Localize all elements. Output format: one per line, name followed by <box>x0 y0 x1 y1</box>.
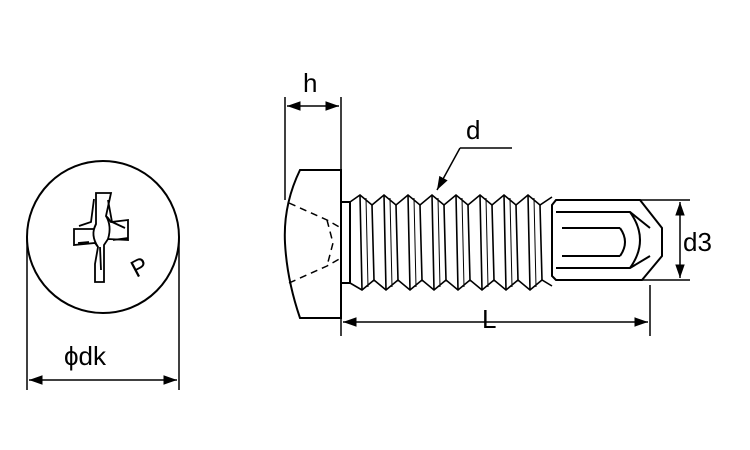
label-L: L <box>482 304 497 334</box>
screw-neck <box>341 201 351 284</box>
thread-profile <box>349 193 553 292</box>
label-dk: ϕdk <box>64 341 107 371</box>
label-h: h <box>303 68 318 98</box>
dimension-d3 <box>640 199 690 281</box>
leader-d <box>436 147 512 191</box>
screw-side-view <box>283 169 663 319</box>
dimension-h <box>284 97 342 200</box>
drill-point <box>551 199 663 281</box>
label-d3: d3 <box>683 227 712 257</box>
phillips-cross-icon <box>73 192 129 283</box>
dimension-dk <box>26 237 180 390</box>
head-top-view <box>26 160 180 314</box>
dimension-L <box>340 285 651 336</box>
head-outline-circle <box>26 160 180 314</box>
screw-head <box>283 169 342 319</box>
label-d: d <box>466 115 481 145</box>
